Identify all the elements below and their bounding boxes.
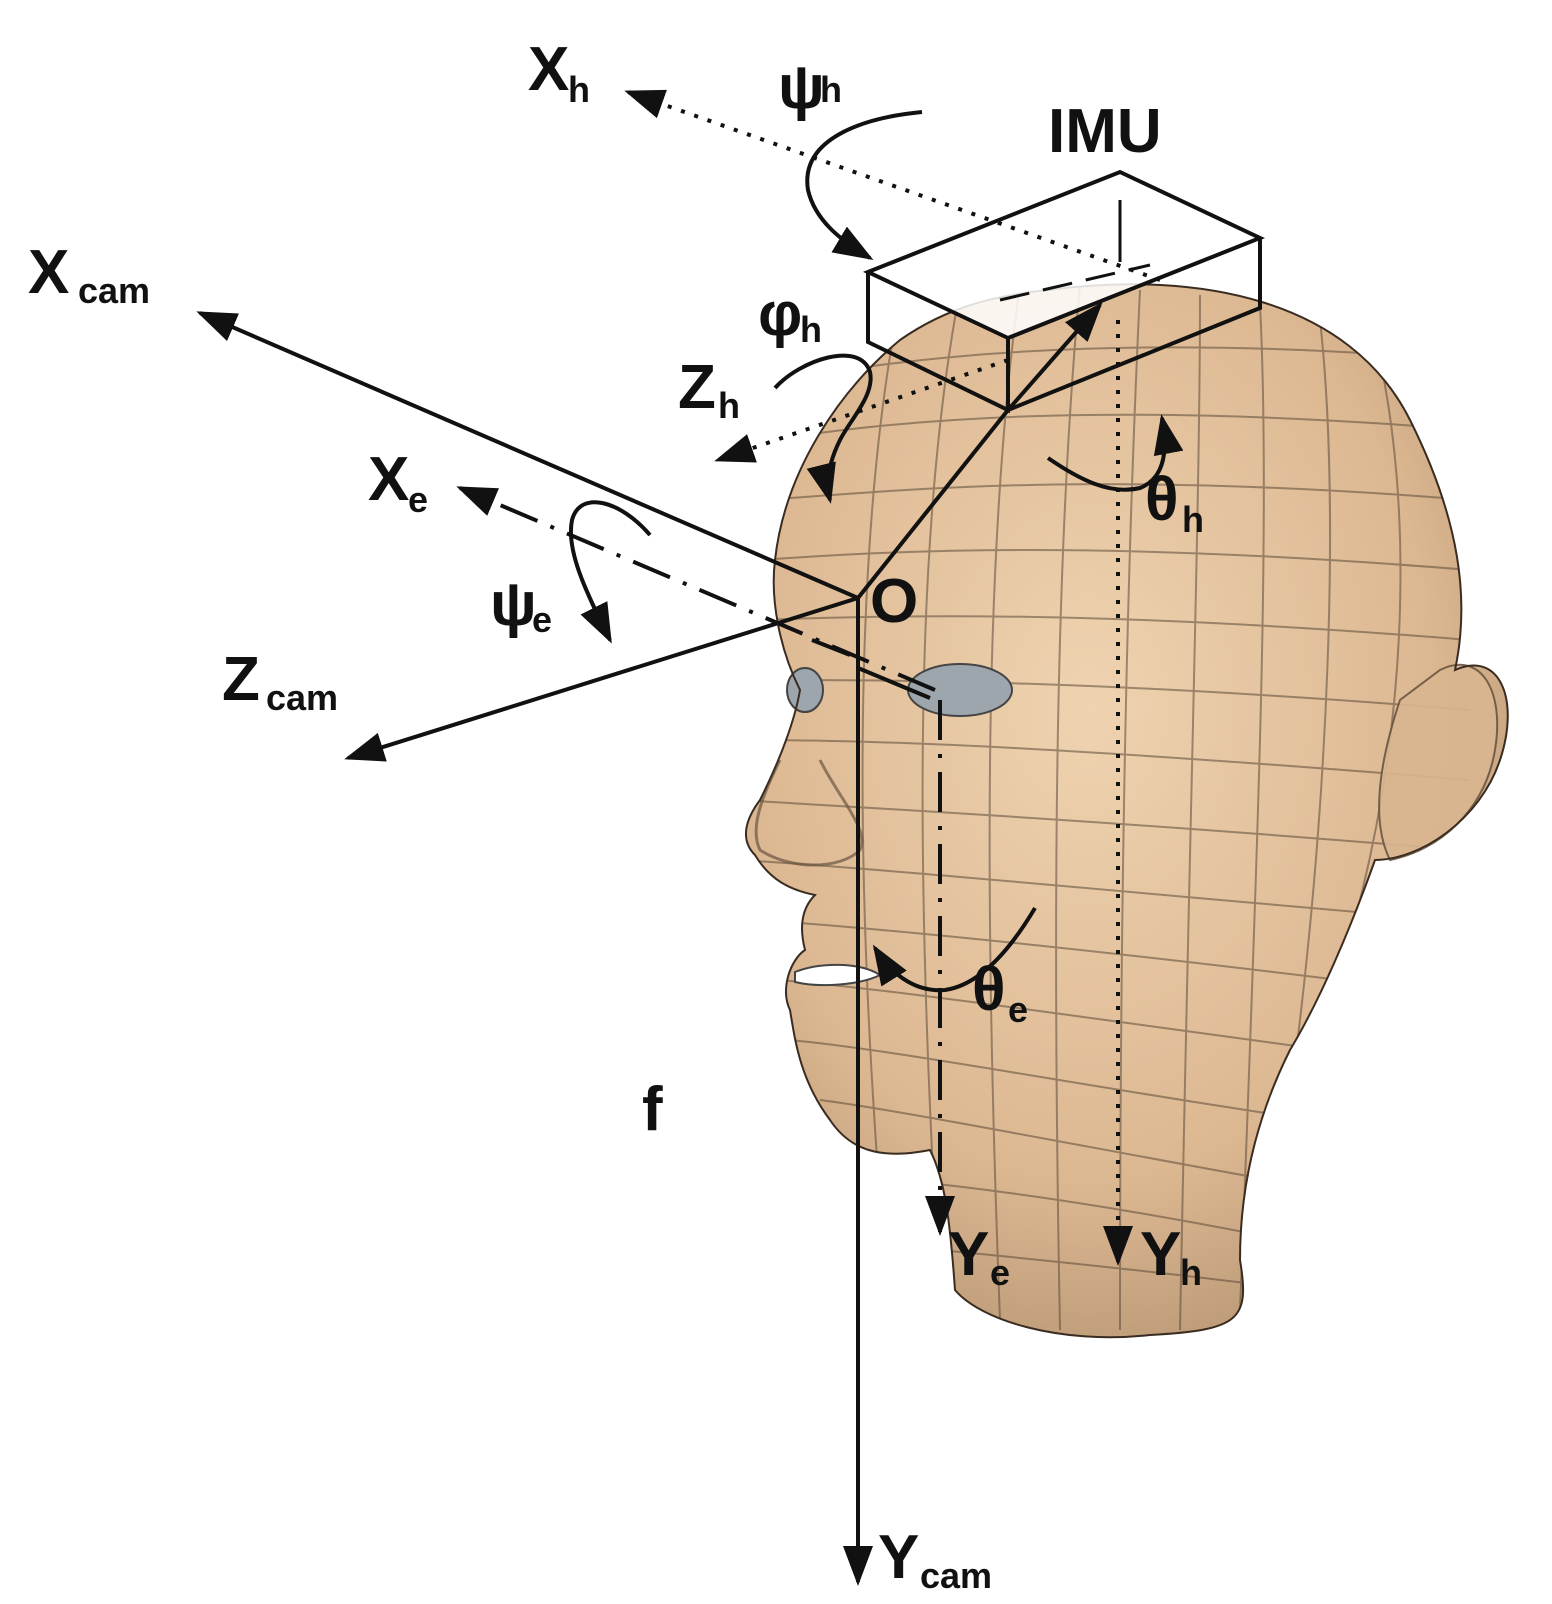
theta-h-rotation-arrow bbox=[1046, 414, 1184, 492]
label-origin: O bbox=[870, 567, 918, 636]
svg-text:θ: θ bbox=[972, 955, 1006, 1024]
svg-text:X: X bbox=[528, 35, 569, 104]
svg-text:h: h bbox=[820, 69, 842, 110]
label-focal-length: f bbox=[642, 1075, 663, 1144]
psi-e-rotation-arrow bbox=[568, 500, 652, 644]
svg-text:X: X bbox=[28, 238, 69, 307]
svg-text:Y: Y bbox=[878, 1523, 919, 1592]
label-x-h: X h bbox=[528, 35, 590, 110]
svg-text:X: X bbox=[368, 445, 409, 514]
label-y-h: Y h bbox=[1140, 1220, 1202, 1293]
label-y-e: Y e bbox=[948, 1220, 1010, 1293]
label-imu: IMU bbox=[1048, 97, 1162, 166]
label-psi-e: ψ e bbox=[490, 570, 552, 640]
svg-text:Z: Z bbox=[222, 645, 260, 714]
phi-h-rotation-arrow bbox=[773, 353, 873, 504]
label-psi-h: ψ h bbox=[778, 53, 842, 122]
z-h-axis bbox=[714, 358, 1009, 463]
svg-text:cam: cam bbox=[920, 1555, 992, 1596]
svg-text:ψ: ψ bbox=[490, 570, 537, 639]
label-theta-e: θ e bbox=[972, 955, 1028, 1030]
label-x-cam: X cam bbox=[28, 238, 150, 311]
svg-text:h: h bbox=[568, 69, 590, 110]
imu-box bbox=[862, 169, 1266, 414]
svg-text:e: e bbox=[990, 1252, 1010, 1293]
svg-text:h: h bbox=[1182, 499, 1204, 540]
svg-text:e: e bbox=[532, 599, 552, 640]
x-h-axis bbox=[624, 89, 1161, 282]
x-e-axis bbox=[456, 486, 936, 692]
label-x-e: X e bbox=[368, 445, 428, 520]
svg-text:h: h bbox=[718, 385, 740, 426]
svg-text:Y: Y bbox=[948, 1220, 989, 1289]
eye-left bbox=[786, 667, 824, 713]
label-z-cam: Z cam bbox=[222, 645, 338, 718]
label-theta-h: θ h bbox=[1145, 465, 1204, 540]
x-cam-axis bbox=[196, 311, 859, 600]
svg-text:ψ: ψ bbox=[778, 53, 825, 122]
svg-text:e: e bbox=[1008, 989, 1028, 1030]
svg-text:cam: cam bbox=[78, 270, 150, 311]
label-z-h: Z h bbox=[678, 353, 740, 426]
svg-text:Z: Z bbox=[678, 353, 716, 422]
label-phi-h: φ h bbox=[758, 280, 822, 350]
svg-text:θ: θ bbox=[1145, 465, 1179, 534]
svg-text:h: h bbox=[800, 309, 822, 350]
svg-text:cam: cam bbox=[266, 677, 338, 718]
psi-h-rotation-arrow bbox=[805, 110, 923, 261]
svg-text:φ: φ bbox=[758, 280, 802, 349]
imu-z-arrow bbox=[1006, 301, 1103, 412]
svg-text:Y: Y bbox=[1140, 1220, 1181, 1289]
o-to-imu-line bbox=[856, 408, 1010, 600]
eye-right bbox=[907, 663, 1013, 717]
theta-e-rotation-arrow bbox=[872, 906, 1037, 993]
z-cam-axis bbox=[344, 596, 859, 762]
svg-text:e: e bbox=[408, 479, 428, 520]
head-model bbox=[744, 283, 1509, 1339]
label-y-cam: Y cam bbox=[878, 1523, 992, 1596]
svg-text:h: h bbox=[1180, 1252, 1202, 1293]
